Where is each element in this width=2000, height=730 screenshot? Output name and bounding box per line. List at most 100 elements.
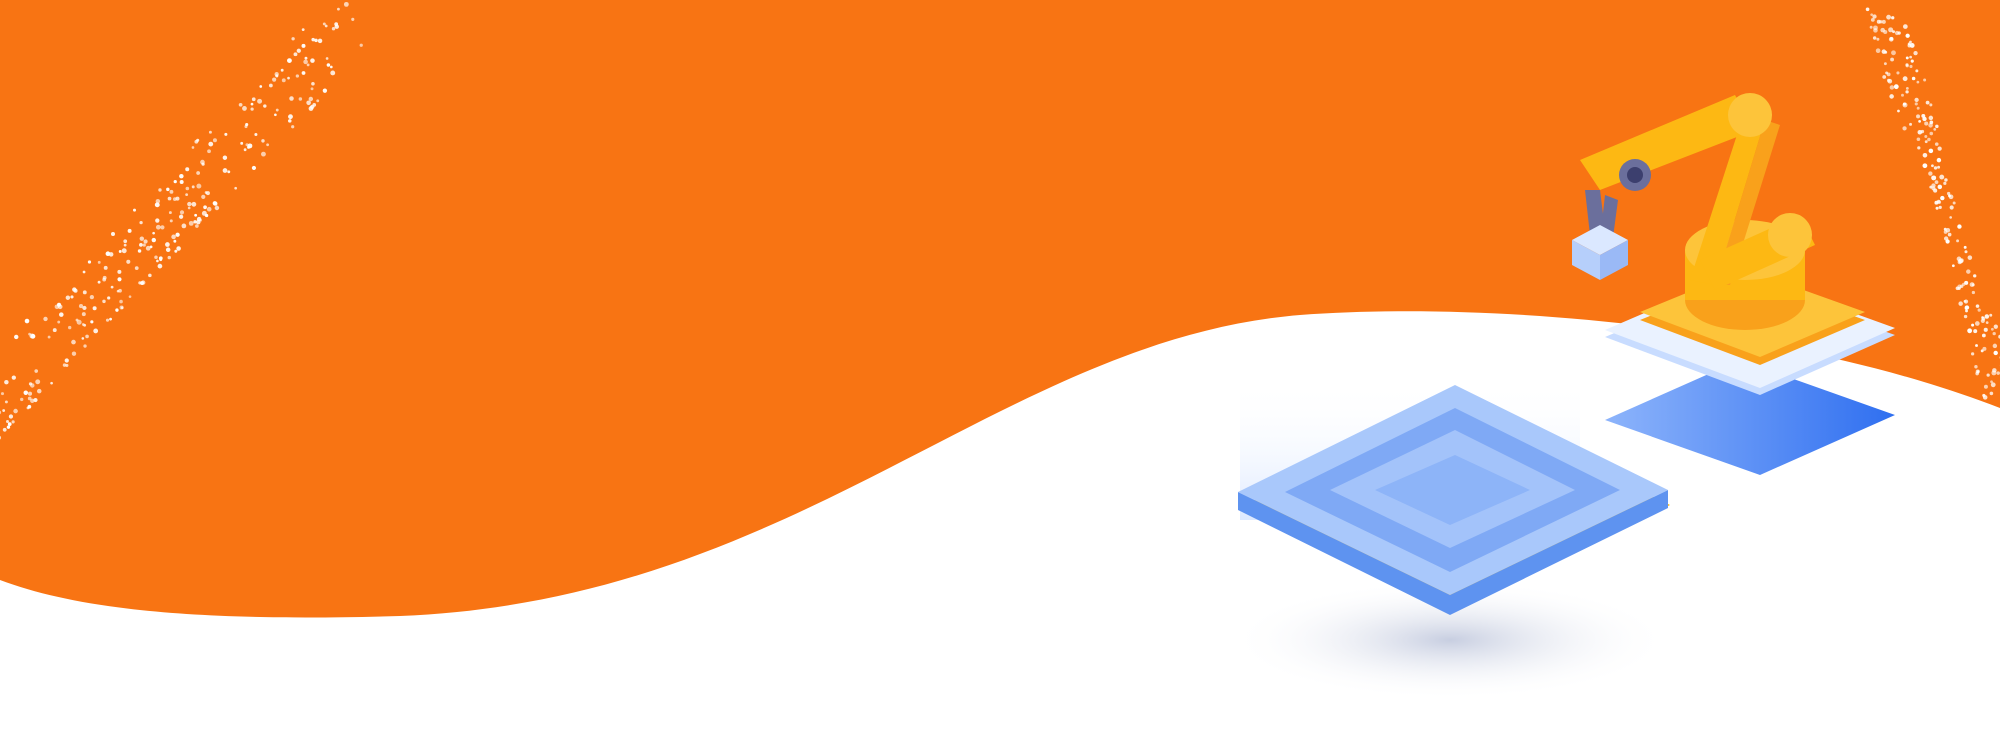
particle-dot [1914, 97, 1919, 103]
particle-dot [251, 97, 256, 102]
particle-dot [268, 83, 273, 88]
particle-dot [334, 22, 339, 27]
particle-dot [1974, 365, 1978, 369]
particle-dot [343, 1, 349, 7]
particle-dot [1964, 280, 1969, 285]
particle-dot [110, 285, 114, 289]
particle-dot [23, 390, 29, 395]
particle-dot [139, 221, 143, 225]
particle-dot [97, 260, 101, 264]
particle-dot [222, 168, 228, 173]
particle-dot [117, 269, 122, 274]
particle-dot [1910, 59, 1914, 63]
particle-dot [1882, 75, 1887, 79]
particle-dot [240, 141, 244, 145]
particle-dot [331, 26, 336, 31]
particle-dot [28, 382, 33, 386]
particle-dot [71, 351, 77, 356]
particle-dot [359, 43, 363, 47]
particle-dot [193, 220, 197, 224]
particle-dot [316, 99, 320, 103]
particle-dot [296, 48, 301, 53]
particle-dot [1983, 327, 1988, 332]
particle-dot [204, 191, 208, 194]
particle-dot [126, 259, 131, 264]
particle-dot [254, 132, 258, 137]
particle-dot [330, 70, 336, 76]
particle-dot [1922, 152, 1928, 158]
particle-dot [291, 37, 295, 41]
particle-dot [1929, 103, 1933, 107]
particle-dot [272, 77, 277, 82]
particle-dot [81, 312, 86, 317]
particle-dot [1971, 290, 1975, 295]
particle-dot [1917, 129, 1923, 135]
particle-dot [160, 225, 165, 230]
particle-dot [275, 108, 279, 112]
particle-dot [310, 58, 315, 63]
particle-dot [137, 249, 142, 253]
particle-dot [1927, 137, 1931, 142]
particle-dot [1982, 346, 1987, 351]
particle-dot [1889, 36, 1894, 41]
particle-dot [187, 201, 192, 207]
particle-dot [1949, 216, 1953, 219]
particle-dot [212, 138, 217, 143]
particle-dot [227, 170, 231, 174]
particle-dot [102, 275, 107, 280]
particle-dot [1903, 24, 1908, 29]
particle-dot [1865, 7, 1870, 12]
particle-dot [293, 52, 298, 57]
particle-dot [1969, 282, 1975, 287]
particle-dot [1992, 343, 1998, 349]
particle-dot [152, 231, 155, 235]
particle-dot [213, 201, 218, 206]
particle-dot [1916, 137, 1921, 142]
particle-dot [1951, 264, 1955, 268]
particle-dot [33, 398, 38, 403]
particle-dot [1872, 14, 1877, 19]
particle-dot [314, 38, 318, 43]
particle-dot [1913, 50, 1918, 56]
particle-dot [1956, 239, 1960, 243]
particle-dot [1959, 258, 1964, 263]
particle-dot [175, 232, 180, 237]
particle-dot [62, 363, 67, 367]
particle-dot [1889, 94, 1894, 99]
particle-dot [1928, 115, 1934, 121]
particle-dot [1934, 200, 1939, 205]
particle-dot [1886, 72, 1891, 77]
particle-dot [208, 130, 212, 134]
particle-dot [14, 334, 19, 340]
particle-dot [148, 273, 152, 278]
particle-dot [1992, 368, 1997, 373]
particle-dot [155, 218, 160, 223]
particle-dot [1875, 48, 1881, 53]
particle-dot [50, 381, 53, 385]
particle-dot [191, 201, 197, 207]
particle-dot [1909, 43, 1915, 48]
particle-dot [1909, 55, 1912, 59]
particle-dot [196, 219, 201, 225]
particle-dot [322, 22, 326, 26]
particle-dot [1869, 25, 1873, 29]
particle-dot [287, 58, 292, 64]
particle-dot [82, 290, 87, 295]
particle-dot [1967, 255, 1973, 260]
particle-dot [1872, 36, 1877, 40]
particle-dot [1922, 163, 1928, 169]
particle-dot [304, 56, 308, 60]
particle-dot [325, 57, 329, 60]
particle-dot [179, 180, 184, 185]
particle-dot [6, 425, 11, 429]
particle-dot [85, 334, 89, 339]
particle-dot [1981, 316, 1986, 321]
particle-dot [1948, 194, 1954, 200]
robot-arm-illustration [1572, 93, 1895, 475]
particle-dot [1891, 50, 1896, 56]
particle-dot [179, 210, 185, 215]
particle-dot [191, 146, 195, 149]
particle-dot [1964, 305, 1970, 310]
particle-dot [165, 247, 171, 253]
particle-dot [1916, 80, 1920, 84]
